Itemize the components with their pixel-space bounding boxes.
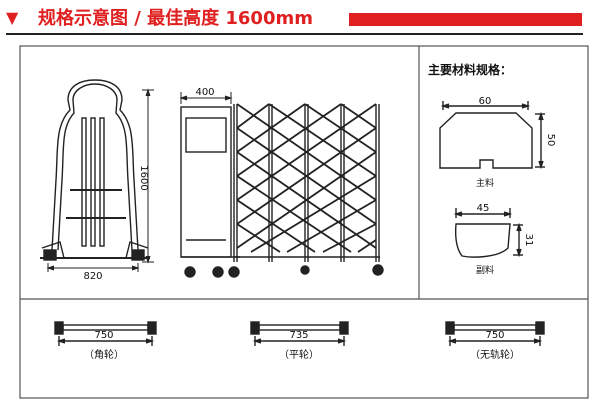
diagram-frame [19,45,589,399]
header-accent-bar [349,13,582,26]
width-dimension [46,263,140,272]
main-width-label: 60 [479,96,492,107]
wheel-trackless-label: （无轨轮） [470,348,520,361]
main-material-label: 主料 [476,177,494,189]
wheel-corner [54,321,157,346]
materials-title: 主要材料规格： [428,62,512,77]
depth-label: 400 [195,87,214,98]
secondary-width-label: 45 [477,203,490,214]
triangle-down-icon: ▼ [6,8,19,27]
wheel-flat-dimension: 735 [289,330,308,341]
wheel-flat-label: （平轮） [279,348,319,361]
secondary-material-label: 副料 [476,264,494,276]
gate-front-view [180,103,384,278]
wheel-corner-dimension: 750 [94,330,113,341]
gate-side-view [40,79,150,261]
width-label: 820 [83,271,102,282]
wheel-corner-label: （角轮） [84,348,124,361]
wheel-trackless [445,321,545,346]
secondary-height-label: 31 [523,234,534,247]
page-title: 规格示意图 / 最佳高度 1600mm [38,8,313,29]
depth-dimension [179,92,233,104]
header-divider [6,33,583,35]
main-profile [439,101,545,170]
wheel-trackless-dimension: 750 [485,330,504,341]
height-label: 1600 [138,165,149,190]
height-dimension [142,88,154,264]
main-height-label: 50 [545,134,556,147]
wheel-flat [250,321,349,346]
secondary-profile [453,208,523,258]
